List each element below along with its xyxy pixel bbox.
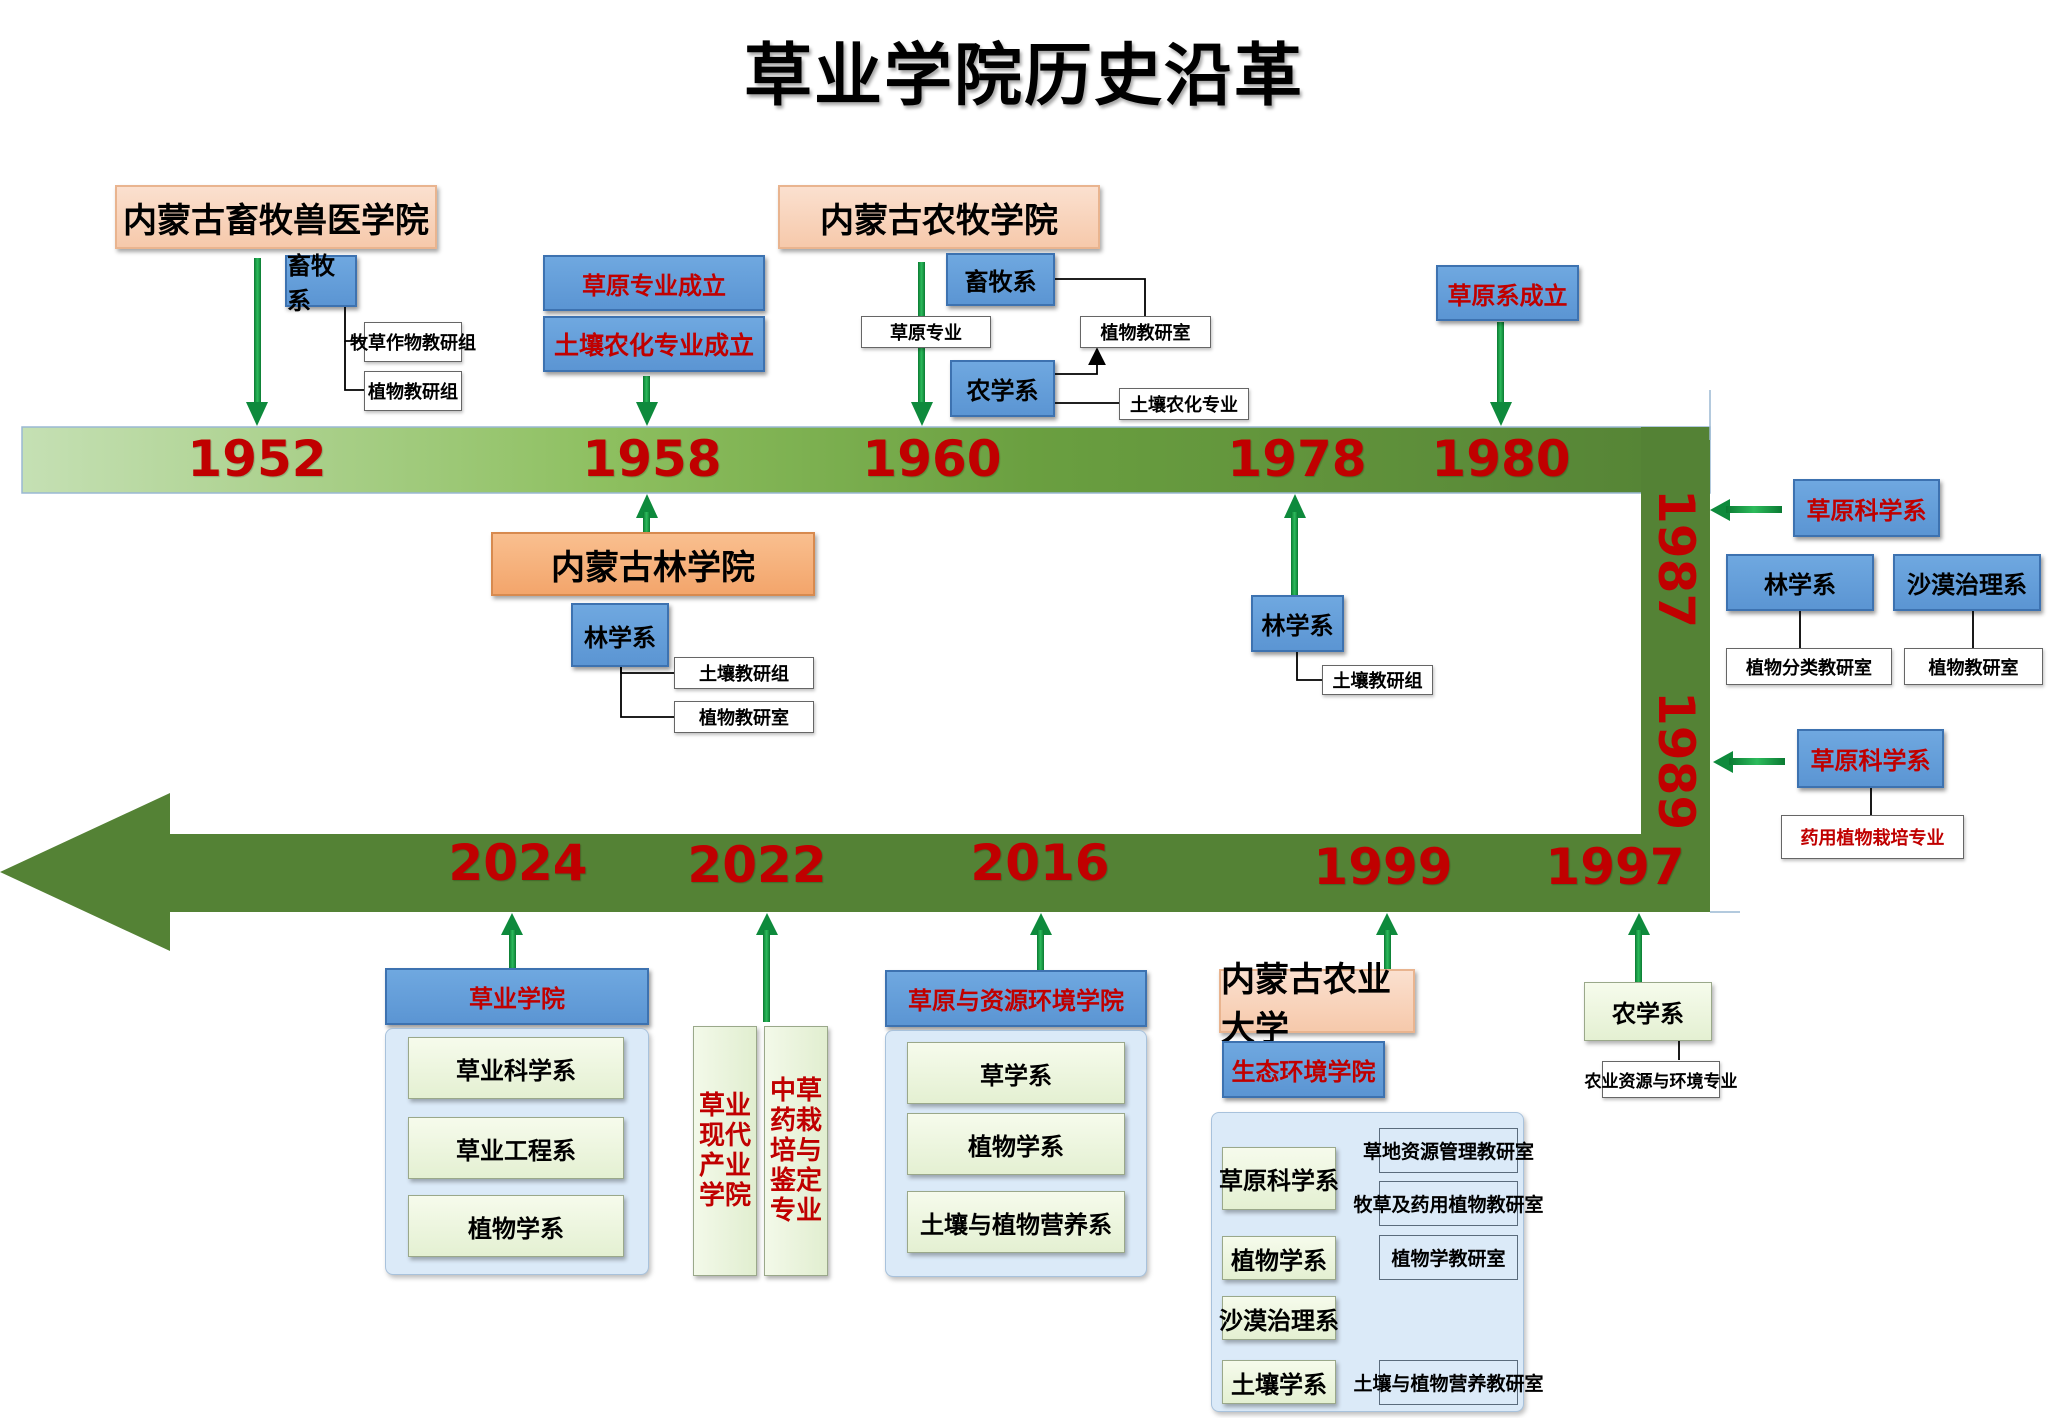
arrow-1987-left <box>1710 499 1782 521</box>
department-1960-animal: 畜牧系 <box>946 253 1055 306</box>
arrow-1989-left <box>1713 751 1785 773</box>
major-1960-grassland: 草原专业 <box>861 316 991 348</box>
year-1978: 1978 <box>1227 430 1367 488</box>
department-1999-1: 草原科学系 <box>1219 1147 1339 1210</box>
institution-1952: 内蒙古畜牧兽医学院 <box>115 185 437 249</box>
major-1997: 农业资源与环境专业 <box>1585 1061 1738 1098</box>
item-2022-1: 草业现代产业学院 <box>693 1026 757 1276</box>
arrow-1952 <box>246 258 268 426</box>
timeline-bottom-arrow <box>0 793 1710 951</box>
sub-department-1987-1: 林学系 <box>1726 554 1874 611</box>
department-2024-3: 植物学系 <box>408 1195 624 1257</box>
lab-1987-2: 植物教研室 <box>1904 648 2043 685</box>
year-1952: 1952 <box>187 430 327 488</box>
institution-1999: 内蒙古农业大学 <box>1219 960 1415 1049</box>
lab-1999-4: 土壤与植物营养教研室 <box>1354 1360 1544 1405</box>
department-1960-agri: 农学系 <box>950 360 1055 417</box>
group-1952-2: 植物教研组 <box>364 371 462 411</box>
department-1958: 林学系 <box>571 603 669 667</box>
lab-1987-1: 植物分类教研室 <box>1726 648 1892 685</box>
year-2024: 2024 <box>448 834 588 892</box>
department-1952: 畜牧系 <box>285 252 357 315</box>
department-2016-3: 土壤与植物营养系 <box>907 1191 1125 1253</box>
lab-1999-3: 植物学教研室 <box>1379 1235 1518 1280</box>
year-1980: 1980 <box>1431 430 1571 488</box>
arrow-2016-up <box>1030 913 1052 972</box>
department-2024-2: 草业工程系 <box>408 1117 624 1179</box>
lab-1960-plant: 植物教研室 <box>1080 316 1211 348</box>
group-1978: 土壤教研组 <box>1322 665 1433 695</box>
arrow-1980 <box>1490 322 1512 426</box>
year-2022: 2022 <box>687 836 827 894</box>
department-1978: 林学系 <box>1251 595 1344 652</box>
item-2022-2-label: 中草药栽培与鉴定专业 <box>769 1076 822 1226</box>
department-1999-2: 植物学系 <box>1222 1236 1336 1280</box>
department-1997: 农学系 <box>1584 982 1712 1041</box>
year-1960: 1960 <box>862 430 1002 488</box>
department-2016-1: 草学系 <box>907 1042 1125 1104</box>
arrow-1999-up <box>1376 913 1398 970</box>
year-1958: 1958 <box>582 430 722 488</box>
event-1980: 草原系成立 <box>1436 265 1579 321</box>
major-1960-soil: 土壤农化专业 <box>1119 388 1249 420</box>
group-1952-1: 牧草作物教研组 <box>350 322 476 362</box>
major-1989: 药用植物栽培专业 <box>1781 815 1964 859</box>
college-1999: 生态环境学院 <box>1222 1041 1385 1098</box>
arrow-2024-up <box>501 913 523 972</box>
arrow-1958-up <box>636 494 658 532</box>
arrow-1958 <box>636 376 658 426</box>
lab-1999-1: 草地资源管理教研室 <box>1363 1128 1534 1173</box>
sub-department-1987-2: 沙漠治理系 <box>1893 554 2041 611</box>
event-1958-2: 土壤农化专业成立 <box>543 316 765 372</box>
item-2022-1-label: 草业现代产业学院 <box>698 1091 751 1211</box>
arrow-1997-up <box>1628 913 1650 982</box>
department-2016-2: 植物学系 <box>907 1113 1125 1175</box>
department-2024-1: 草业科学系 <box>408 1037 624 1099</box>
college-2024: 草业学院 <box>385 968 649 1025</box>
page-title: 草业学院历史沿革 <box>743 37 1304 116</box>
department-1999-3: 沙漠治理系 <box>1219 1296 1339 1340</box>
timeline-right-bar <box>1641 427 1710 912</box>
department-1999-4: 土壤学系 <box>1222 1360 1336 1404</box>
college-2016: 草原与资源环境学院 <box>885 970 1147 1027</box>
institution-1958: 内蒙古林学院 <box>491 532 815 596</box>
year-1997: 1997 <box>1545 838 1685 896</box>
group-1958-1: 土壤教研组 <box>674 657 814 689</box>
year-1989: 1989 <box>1647 691 1705 831</box>
group-1958-2: 植物教研室 <box>674 701 814 733</box>
lab-1999-2: 牧草及药用植物教研室 <box>1354 1181 1544 1226</box>
arrow-1978-up <box>1284 494 1306 596</box>
event-1958-1: 草原专业成立 <box>543 255 765 311</box>
department-1989: 草原科学系 <box>1797 729 1944 788</box>
item-2022-2: 中草药栽培与鉴定专业 <box>764 1026 828 1276</box>
year-1999: 1999 <box>1313 838 1453 896</box>
arrow-2022-up <box>756 913 778 1022</box>
year-1987: 1987 <box>1647 489 1705 629</box>
department-1987: 草原科学系 <box>1793 479 1940 537</box>
year-2016: 2016 <box>970 834 1110 892</box>
timeline-top-bar <box>21 426 1711 494</box>
institution-1960: 内蒙古农牧学院 <box>778 185 1100 249</box>
